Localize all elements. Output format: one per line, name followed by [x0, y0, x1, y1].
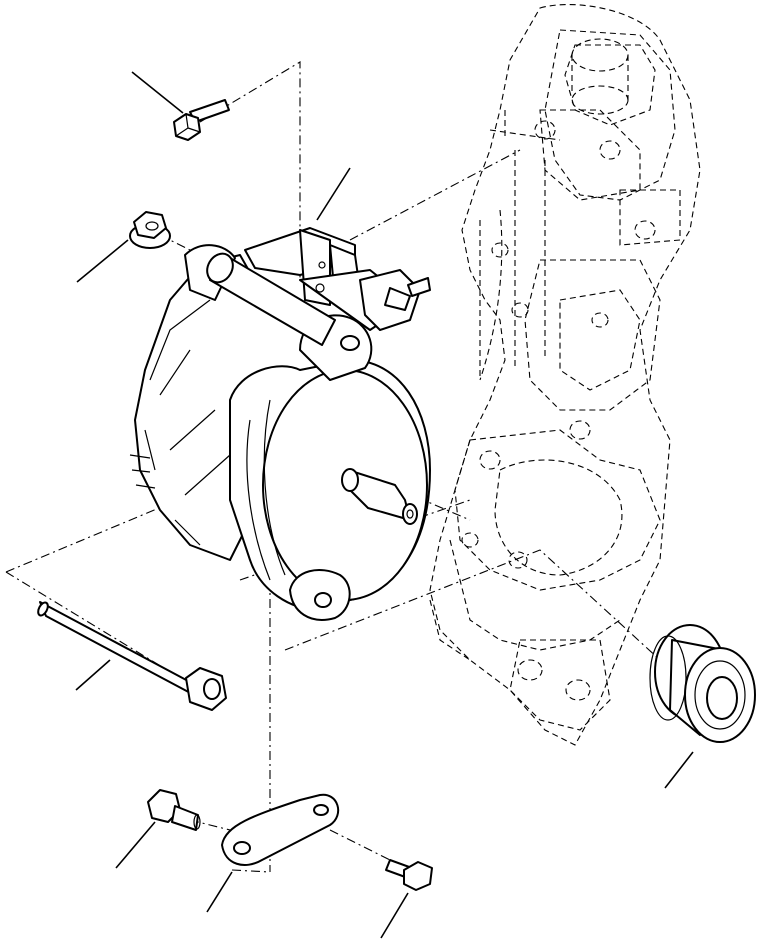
leader-bracket	[316, 167, 351, 221]
leader-lower-bolt	[380, 892, 409, 939]
idler-pulley	[649, 624, 756, 743]
leader-upper-bolt	[131, 71, 184, 114]
leader-flange-nut	[76, 239, 129, 283]
long-through-bolt	[37, 601, 227, 711]
flange-nut	[129, 211, 171, 249]
leader-adjusting-link	[206, 871, 233, 913]
leader-idler-pulley	[664, 751, 694, 789]
upper-bolt	[173, 99, 230, 141]
engine-front-cover	[429, 4, 701, 746]
lower-bolt	[385, 859, 433, 891]
leader-adjusting-bolt	[115, 821, 156, 869]
leader-long-bolt	[75, 659, 111, 691]
callout-leaders	[75, 71, 694, 939]
adjusting-link	[221, 793, 340, 866]
bracket	[206, 227, 431, 346]
adjusting-bolt	[147, 789, 201, 831]
